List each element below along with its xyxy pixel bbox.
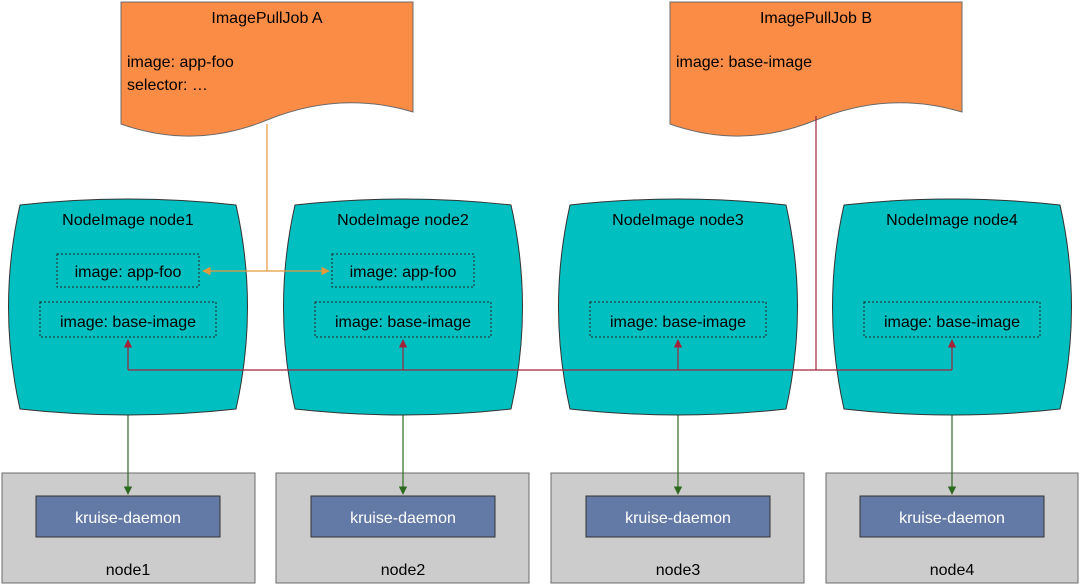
nodeimage-title: NodeImage node4 [886,212,1018,229]
node-label: node1 [106,562,151,579]
node-box-3: kruise-daemon node3 [550,472,805,584]
nodeimage-3: NodeImage node3 image: base-image [558,198,798,416]
image-entry-box [56,253,200,288]
kruise-daemon-box [310,495,496,538]
kruise-daemon-box [585,495,771,538]
daemon-label: kruise-daemon [350,510,456,527]
daemon-label: kruise-daemon [899,510,1005,527]
job-title: ImagePullJob B [760,10,872,27]
image-entry-box [314,301,492,338]
image-entry-box [863,301,1041,338]
nodeimage-4: NodeImage node4 image: base-image [832,198,1072,416]
nodeimage-2: NodeImage node2 image: app-foo image: ba… [283,198,523,416]
nodeimage-title: NodeImage node3 [612,212,744,229]
node-label: node4 [930,562,975,579]
node-label: node3 [656,562,701,579]
job-line: selector: … [127,77,208,94]
imagepulljob-b: ImagePullJob B image: base-image [669,1,963,137]
job-line: image: base-image [676,54,812,71]
image-entry-box [39,301,217,338]
image-entry-box [331,253,475,288]
image-entry: image: app-foo [75,264,182,281]
node-label: node2 [381,562,426,579]
image-entry: image: app-foo [350,264,457,281]
image-entry: image: base-image [610,314,746,331]
kruise-daemon-box [859,495,1045,538]
daemon-label: kruise-daemon [75,510,181,527]
imagepulljob-a: ImagePullJob A image: app-foo selector: … [120,1,414,137]
job-title: ImagePullJob A [211,10,323,27]
nodeimage-1: NodeImage node1 image: app-foo image: ba… [8,198,248,416]
nodeimage-title: NodeImage node2 [337,212,469,229]
nodeimage-title: NodeImage node1 [62,212,194,229]
image-entry: image: base-image [884,314,1020,331]
image-entry: image: base-image [60,314,196,331]
job-line: image: app-foo [127,54,234,71]
daemon-label: kruise-daemon [625,510,731,527]
image-entry: image: base-image [335,314,471,331]
kruise-daemon-box [35,495,221,538]
image-entry-box [589,301,767,338]
